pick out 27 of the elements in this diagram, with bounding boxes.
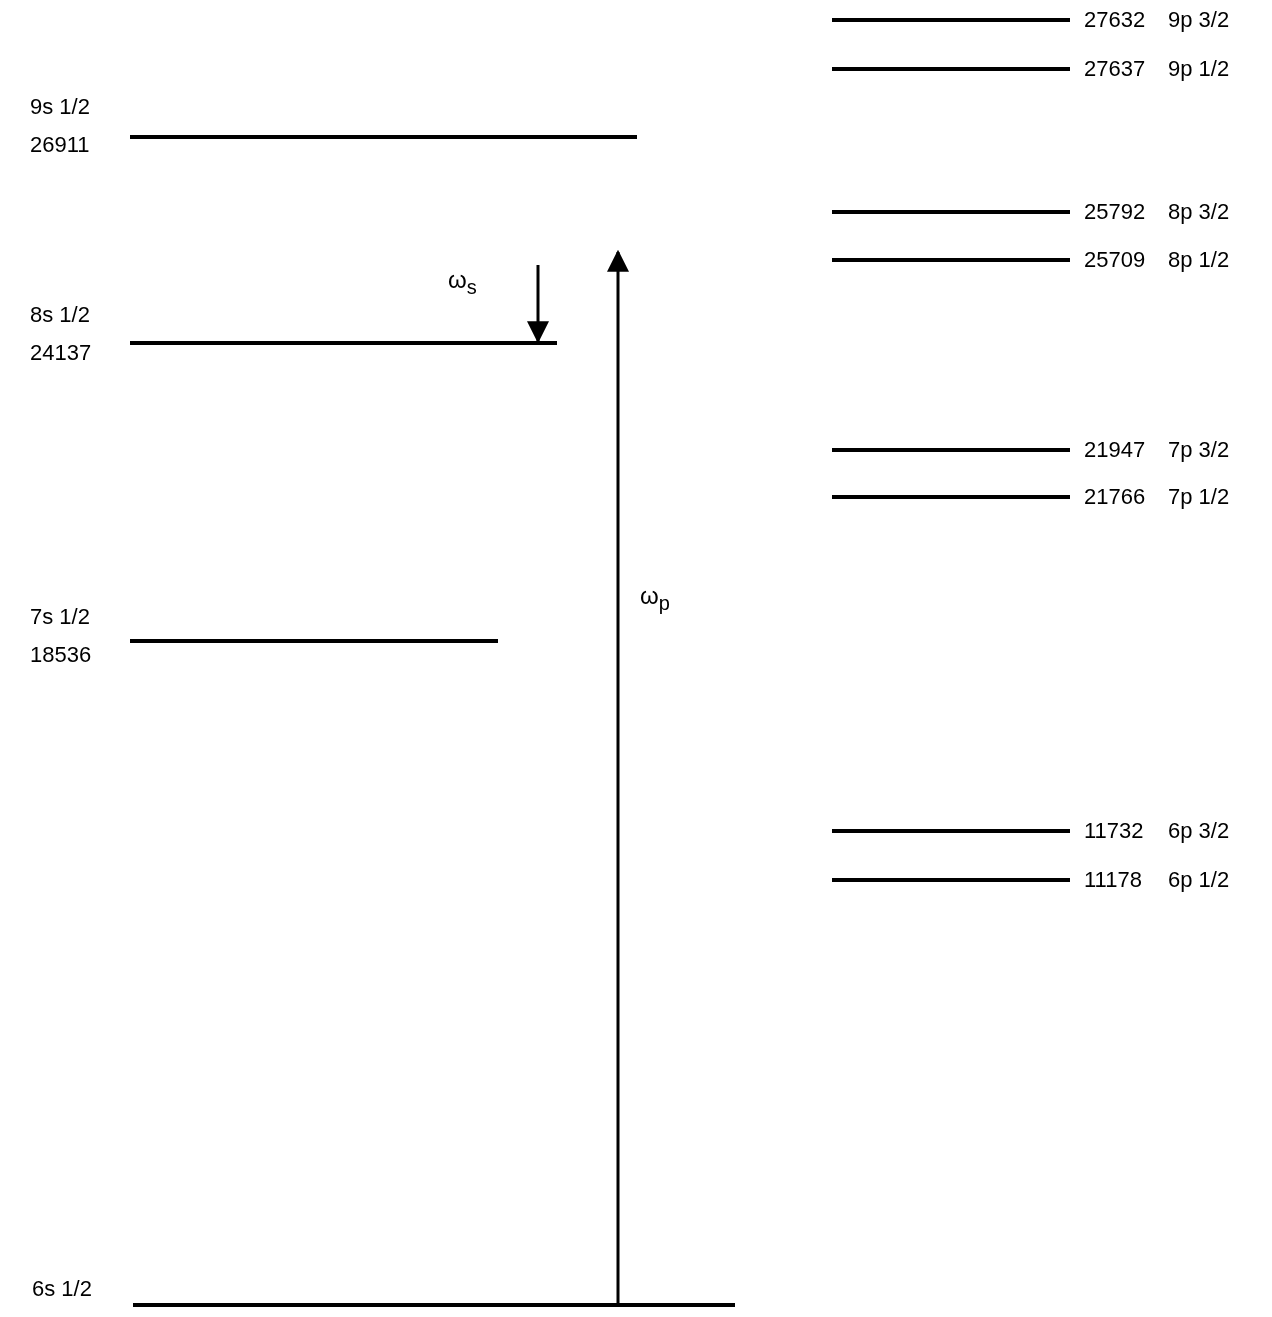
energy-value: 25709: [1084, 248, 1146, 272]
level-label: 9p 1/2: [1168, 57, 1230, 81]
level-label: 6s 1/2: [32, 1277, 92, 1301]
level-label: 8p 3/2: [1168, 200, 1230, 224]
level-label: 9s 1/2: [30, 95, 90, 119]
level-label: 9p 3/2: [1168, 8, 1230, 32]
energy-value: 27637: [1084, 57, 1146, 81]
edge-label: ω$_{p}$: [640, 582, 670, 616]
level-label: 6p 3/2: [1168, 819, 1230, 843]
edge-label: ω$_{s}$: [448, 266, 477, 300]
arrow: [607, 249, 629, 1303]
energy-value: 21947: [1084, 438, 1146, 462]
level-label: 8s 1/2: [30, 303, 90, 327]
energy-value: 11178: [1084, 868, 1142, 892]
arrow: [527, 265, 549, 344]
level-label: 7p 1/2: [1168, 485, 1230, 509]
level-label: 7p 3/2: [1168, 438, 1230, 462]
level-label: 6p 1/2: [1168, 868, 1230, 892]
energy-value: 18536: [30, 643, 92, 667]
energy-value: 25792: [1084, 200, 1146, 224]
energy-value: 11732: [1084, 819, 1144, 843]
energy-value: 24137: [30, 341, 92, 365]
energy-value: 21766: [1084, 485, 1146, 509]
level-label: 7s 1/2: [30, 605, 90, 629]
level-label: 8p 1/2: [1168, 248, 1230, 272]
energy-value: 27632: [1084, 8, 1146, 32]
energy-value: 26911: [30, 133, 90, 157]
